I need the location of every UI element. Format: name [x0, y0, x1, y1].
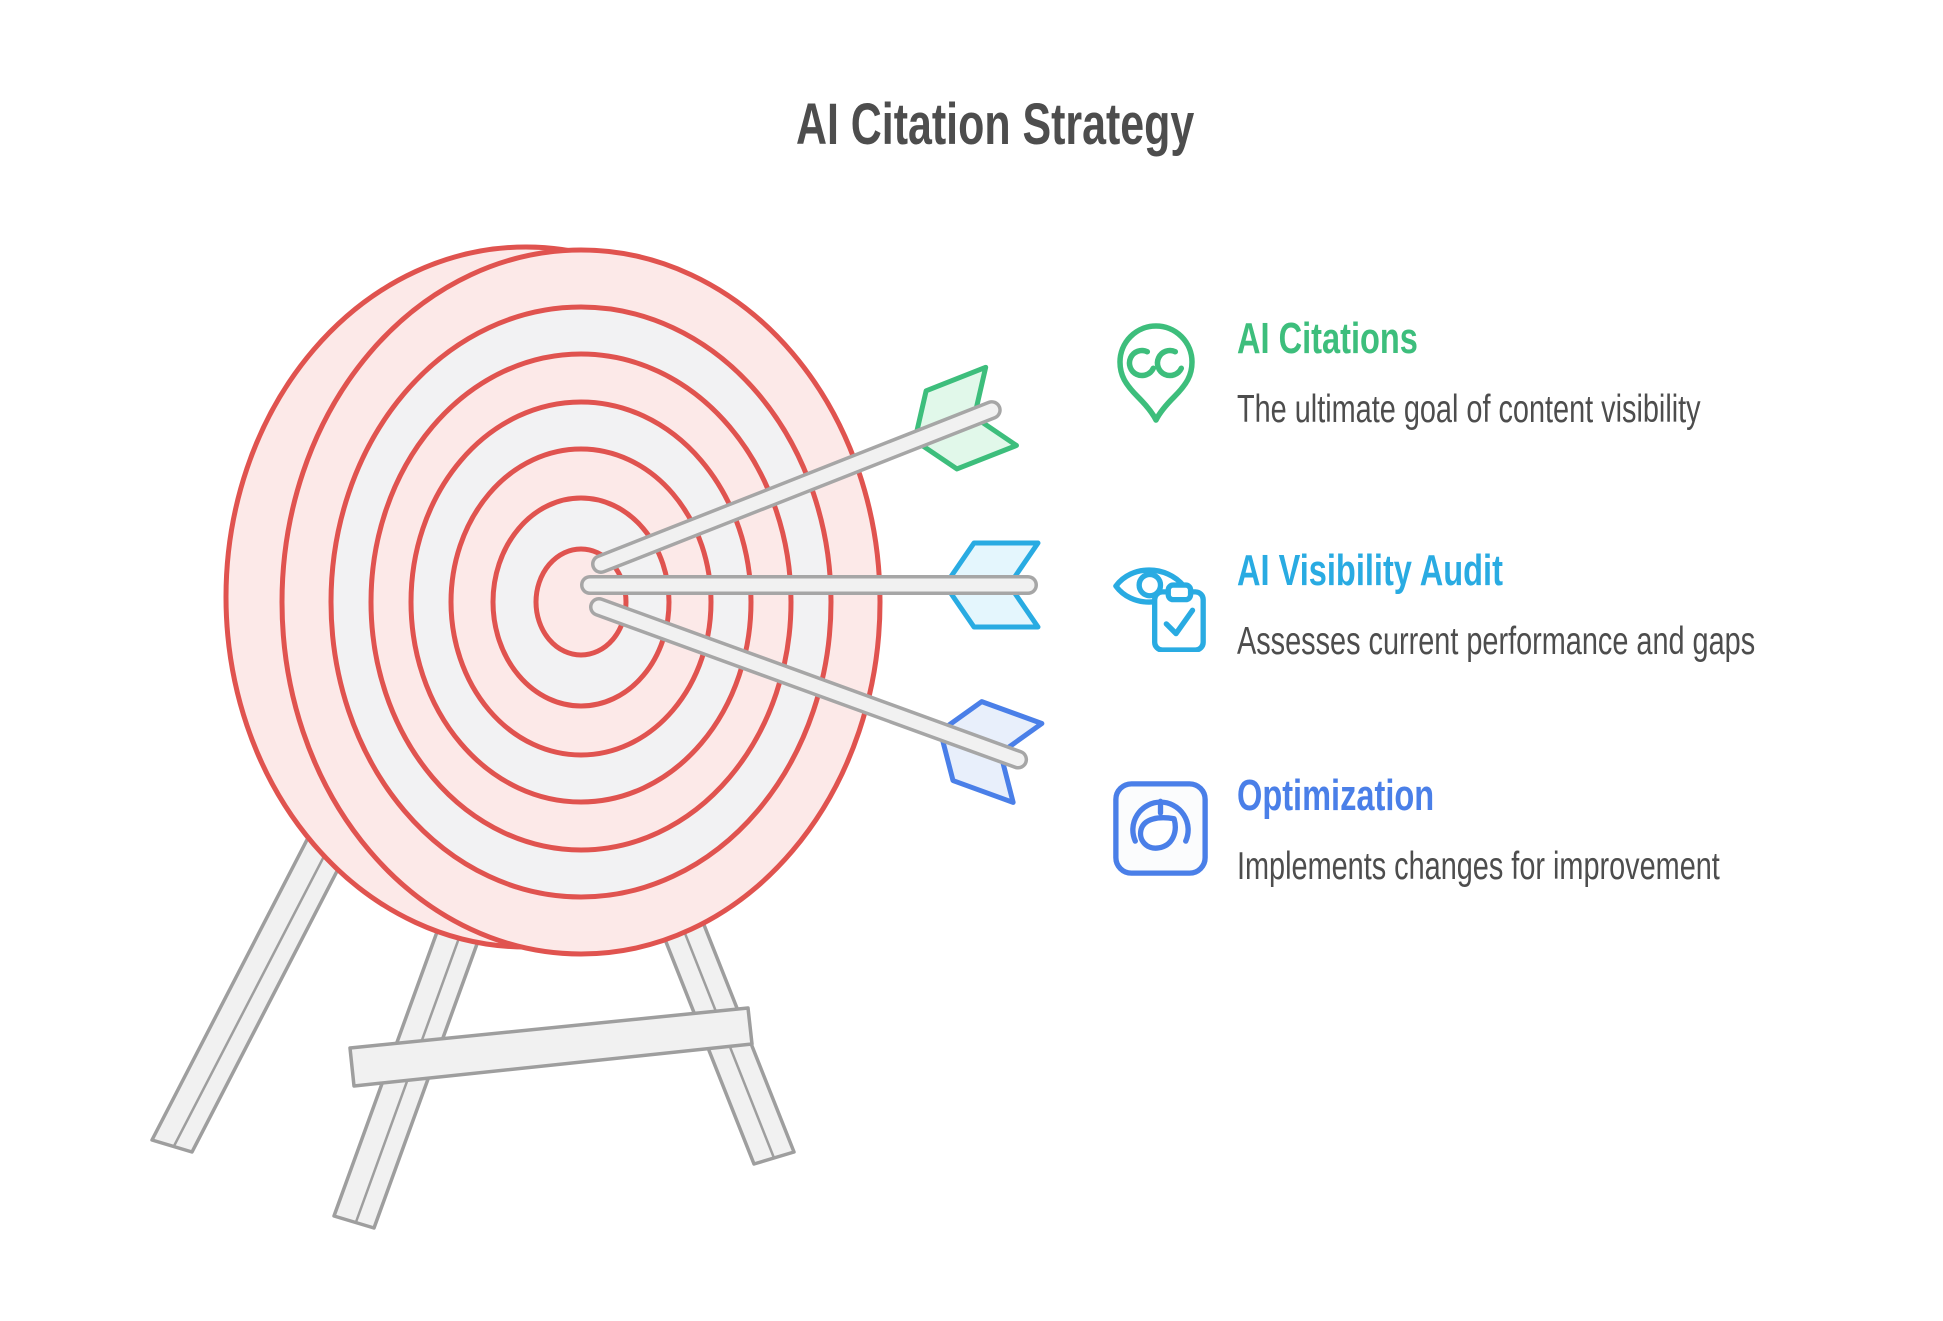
arrow-bottom [589, 597, 1045, 805]
legend-item-description: Assesses current performance and gaps [1237, 620, 1756, 663]
citation-pin-icon [1117, 323, 1195, 423]
legend-item-description: The ultimate goal of content visibility [1237, 388, 1701, 431]
arrow-middle [580, 540, 1041, 630]
eye-clipboard-icon [1113, 567, 1206, 653]
arrow-middle-feather-lower [947, 589, 1041, 630]
legend-item-title: Optimization [1237, 771, 1435, 820]
legend-item-title: AI Visibility Audit [1237, 546, 1503, 595]
legend-item-optimization: Optimization Implements changes for impr… [1112, 774, 1852, 886]
legend-item-ai-visibility-audit: AI Visibility Audit Assesses current per… [1112, 549, 1852, 661]
gauge-icon [1113, 781, 1208, 876]
legend-item-title: AI Citations [1237, 314, 1418, 363]
arrow-middle-feather-upper [947, 540, 1041, 581]
page-title: AI Citation Strategy [595, 96, 1395, 154]
legend-item-description: Implements changes for improvement [1237, 845, 1720, 888]
arrow-top [591, 364, 1019, 574]
legend-item-ai-citations: AI Citations The ultimate goal of conten… [1112, 317, 1852, 431]
stand-crossbar [348, 1006, 754, 1088]
page-title-text: AI Citation Strategy [795, 92, 1195, 157]
target-board [223, 244, 883, 957]
